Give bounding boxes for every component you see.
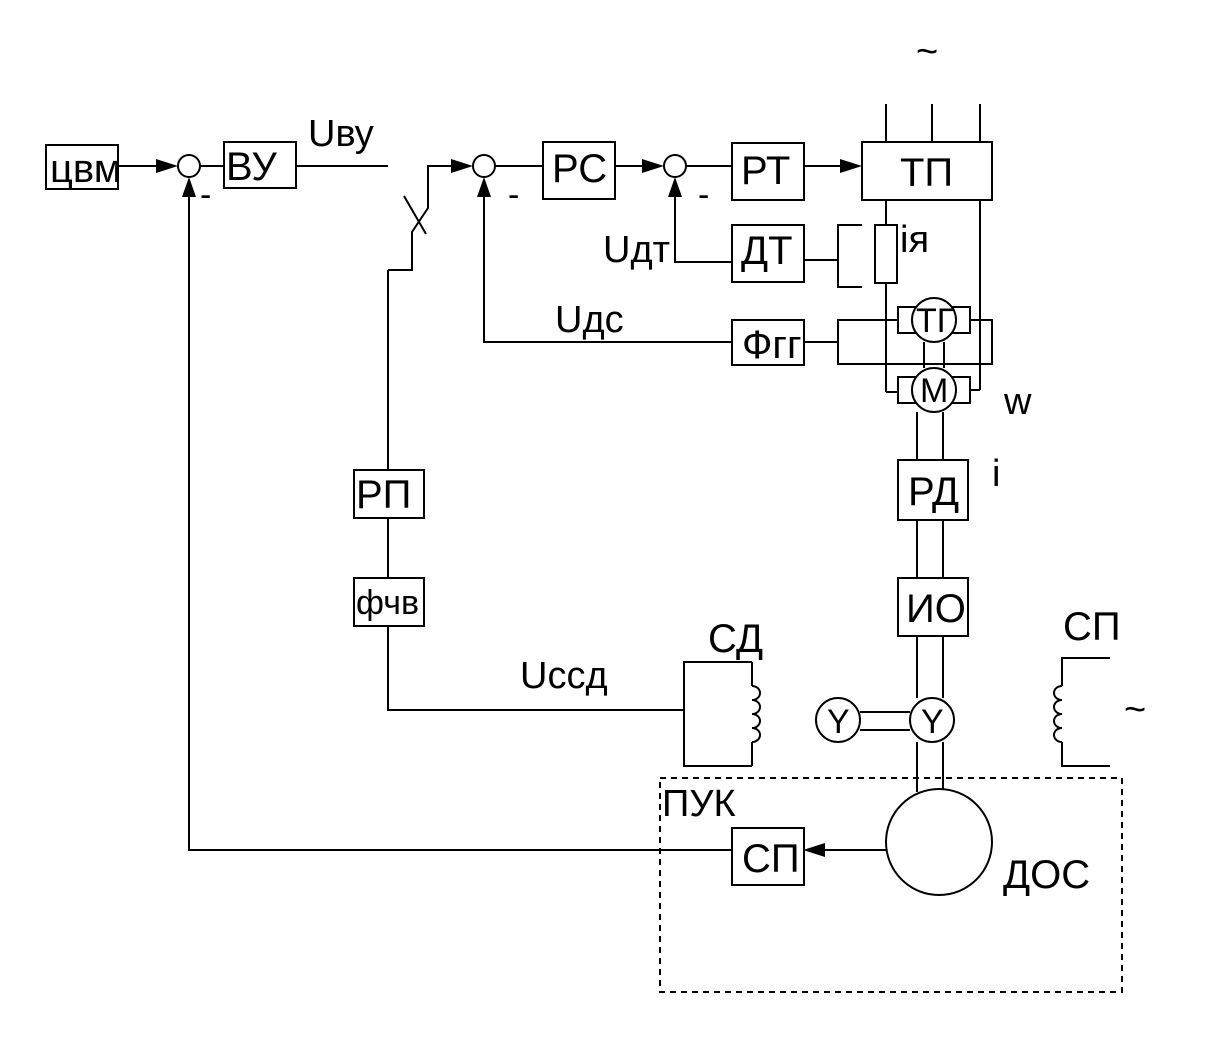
dos-circle	[885, 788, 993, 896]
dt-block: ДТ	[731, 224, 805, 283]
rt-block: РТ	[731, 142, 805, 201]
tp-block: ТП	[861, 141, 993, 201]
sp-winding-top	[1061, 657, 1110, 686]
puk-dashed-box	[659, 777, 1123, 993]
summing-junction-3	[663, 154, 687, 178]
sum2-minus-sign: -	[508, 176, 519, 214]
arrow-cvm-sum1	[156, 159, 178, 173]
i-label: i	[992, 453, 1000, 495]
sp-label: СП	[1063, 605, 1121, 649]
fgg-block: Фгг	[731, 319, 805, 367]
summing-junction-1	[177, 154, 201, 178]
cvm-block: цвм	[45, 144, 121, 191]
sp-coil	[1053, 685, 1063, 743]
sd-label: СД	[708, 617, 763, 661]
fchv-label: фчв	[356, 584, 419, 622]
current-feedback-line	[674, 194, 732, 263]
motor: М	[897, 367, 971, 413]
arrow-rs-sum3	[642, 159, 664, 173]
u-ds-label: Uдс	[555, 299, 624, 341]
rp-block: РП	[353, 469, 425, 519]
rp-label: РП	[356, 473, 411, 517]
vu-block: ВУ	[223, 141, 297, 189]
fgg-label: Фгг	[742, 323, 802, 367]
u-vu-label: Uву	[308, 113, 374, 155]
y-left-label: Y	[827, 703, 850, 741]
io-block: ИО	[897, 577, 969, 637]
io-label: ИО	[906, 587, 966, 631]
sp-winding-bottom	[1061, 742, 1110, 767]
tg-circuit-loop	[837, 319, 993, 365]
arrow-dos-sp	[803, 843, 825, 857]
position-feedback-line	[188, 196, 732, 851]
sum1-minus-sign: -	[200, 176, 211, 214]
tg-label: ТГ	[916, 302, 955, 340]
arrow-rt-tp	[840, 159, 862, 173]
shunt-resistor	[874, 224, 898, 284]
speed-feedback-line	[483, 195, 732, 343]
sp-sensor-block: СП	[731, 827, 805, 886]
ac-right-symbol: ~	[1124, 689, 1146, 731]
switch-contact	[388, 165, 464, 271]
rd-label: РД	[908, 470, 959, 514]
rs-block: РС	[542, 141, 616, 200]
tp-label: ТП	[900, 151, 953, 195]
dt-label: ДТ	[741, 229, 793, 273]
dos-label: ДОС	[1003, 853, 1090, 897]
vu-label: ВУ	[226, 145, 277, 189]
fchv-block: фчв	[353, 577, 425, 627]
y-coupling-left: Y	[815, 697, 861, 743]
tachogenerator: ТГ	[897, 297, 971, 343]
arrow-dt-sum3	[668, 177, 682, 197]
rd-block: РД	[897, 459, 969, 521]
ac-top-symbol: ~	[916, 31, 938, 73]
puk-label: ПУК	[662, 783, 736, 825]
rt-label: РТ	[741, 149, 790, 193]
sd-coil	[751, 685, 761, 743]
sd-frame	[683, 661, 752, 767]
motor-label: М	[920, 372, 948, 410]
y-right-label: Y	[921, 703, 944, 741]
sd-signal-line	[387, 626, 684, 711]
w-label: w	[1003, 381, 1032, 423]
i-ya-label: iя	[900, 219, 929, 261]
arrow-sp-sum1	[182, 177, 196, 197]
rs-label: РС	[552, 147, 607, 191]
sp-sensor-label: СП	[742, 837, 800, 881]
cvm-label: цвм	[50, 147, 121, 191]
u-ssd-label: Uссд	[520, 655, 608, 697]
arrow-switch-sum2	[451, 159, 473, 173]
u-dt-label: Uдт	[603, 229, 670, 271]
y-coupling-right: Y	[909, 697, 955, 743]
dt-sensor-bracket	[837, 224, 862, 288]
sum3-minus-sign: -	[698, 176, 709, 214]
arrow-fgg-sum2	[477, 177, 491, 197]
summing-junction-2	[472, 154, 496, 178]
